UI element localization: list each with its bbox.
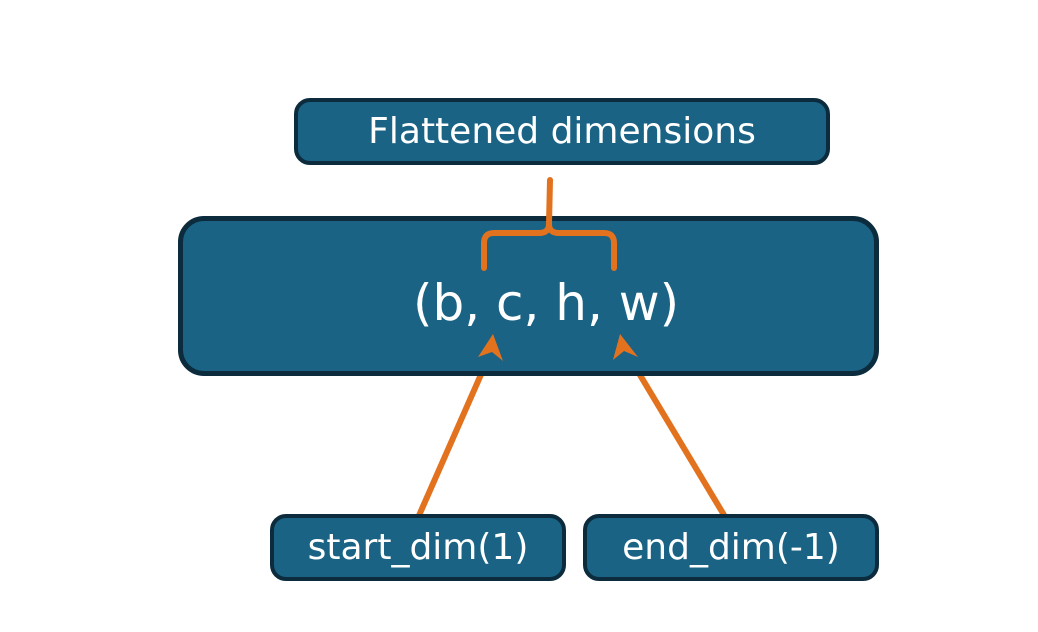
flattened-dimensions-label: Flattened dimensions [368, 110, 756, 152]
start-dim-label: start_dim(1) [307, 526, 529, 568]
tensor-shape-box[interactable]: (b, c, h, w) [178, 216, 879, 376]
end-dim-box[interactable]: end_dim(-1) [583, 514, 879, 581]
flattened-dimensions-box[interactable]: Flattened dimensions [294, 98, 830, 165]
start-dim-box[interactable]: start_dim(1) [270, 514, 566, 581]
end-dim-label: end_dim(-1) [622, 526, 840, 568]
tensor-shape-label: (b, c, h, w) [413, 274, 680, 332]
